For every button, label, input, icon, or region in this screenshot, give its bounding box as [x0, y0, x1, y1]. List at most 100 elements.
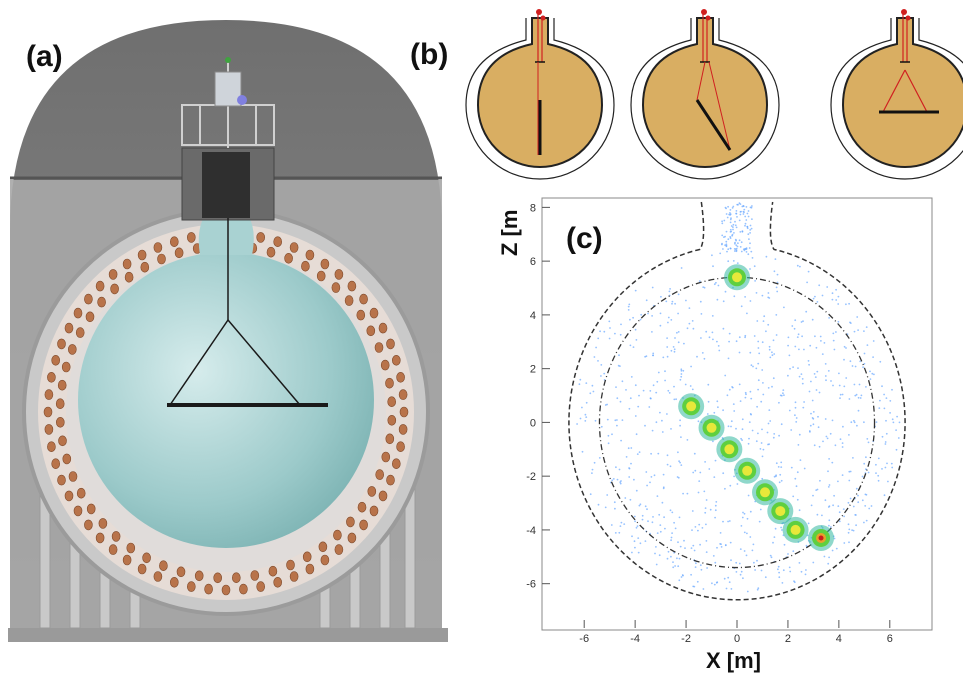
noise-point [620, 439, 622, 442]
noise-point [767, 443, 769, 446]
noise-point [684, 383, 687, 386]
noise-point [865, 519, 868, 522]
noise-point [735, 571, 738, 573]
flask-2 [630, 9, 780, 180]
noise-point [774, 258, 777, 260]
noise-point [729, 231, 732, 233]
noise-point [757, 347, 760, 349]
pmt [57, 379, 67, 391]
noise-point [630, 447, 633, 449]
pmt [366, 325, 376, 337]
noise-point [732, 205, 735, 208]
noise-point [884, 466, 887, 469]
source-point [734, 457, 761, 484]
noise-point [825, 435, 828, 438]
noise-point [735, 247, 738, 250]
noise-point [839, 397, 841, 399]
noise-point [839, 393, 842, 396]
noise-point [773, 270, 776, 273]
noise-point [834, 444, 837, 447]
noise-point [740, 437, 742, 440]
noise-point [877, 457, 880, 460]
noise-point [853, 421, 856, 424]
noise-point [746, 225, 749, 228]
noise-point [618, 354, 620, 357]
pmt [268, 565, 278, 577]
pmt [284, 252, 293, 264]
pmt [85, 311, 95, 323]
pmt [73, 307, 83, 319]
noise-point [861, 475, 864, 478]
noise-point [747, 215, 750, 218]
noise-point [751, 429, 754, 432]
noise-point [752, 543, 755, 546]
x-tick-label: -4 [630, 633, 640, 645]
y-tick-label: 0 [530, 417, 536, 429]
pmt [111, 531, 121, 542]
noise-point [713, 476, 716, 478]
noise-point [744, 222, 747, 225]
noise-point [869, 378, 872, 380]
noise-point [853, 330, 856, 333]
noise-point [782, 569, 785, 572]
noise-point [616, 397, 619, 400]
noise-point [677, 331, 680, 333]
noise-point [859, 360, 862, 363]
noise-point [680, 436, 682, 438]
noise-point [655, 563, 658, 566]
noise-point [735, 212, 738, 215]
noise-point [838, 511, 841, 514]
pmt [367, 486, 377, 497]
noise-point [620, 521, 623, 524]
noise-point [741, 516, 744, 519]
noise-point [616, 419, 618, 421]
noise-point [627, 305, 630, 308]
pmt [357, 501, 367, 513]
noise-point [697, 491, 700, 494]
noise-point [659, 530, 662, 533]
noise-point [621, 380, 624, 383]
noise-point [597, 360, 599, 362]
noise-point [832, 384, 834, 387]
noise-point [741, 230, 744, 233]
noise-point [665, 300, 668, 303]
noise-point [745, 247, 748, 250]
noise-point [584, 420, 587, 422]
noise-point [738, 239, 741, 242]
noise-point [639, 318, 642, 321]
noise-point [856, 424, 858, 427]
noise-point [852, 457, 854, 459]
noise-point [629, 397, 632, 400]
noise-point [747, 233, 750, 236]
noise-point [850, 421, 853, 424]
noise-point [753, 265, 756, 268]
noise-point [843, 542, 846, 544]
noise-point [848, 479, 851, 482]
noise-point [871, 372, 874, 375]
pmt [302, 551, 312, 563]
noise-point [678, 557, 681, 560]
noise-point [675, 398, 677, 401]
noise-point [881, 468, 883, 470]
noise-point [600, 364, 603, 366]
noise-point [671, 511, 674, 514]
noise-point [771, 354, 774, 357]
pmt [64, 322, 74, 334]
noise-point [805, 310, 808, 313]
noise-point [611, 479, 614, 482]
noise-point [693, 452, 696, 455]
noise-point [680, 368, 683, 371]
noise-point [815, 346, 818, 349]
noise-point [646, 484, 648, 487]
noise-point [628, 476, 631, 478]
noise-point [765, 255, 768, 258]
noise-point [891, 418, 894, 421]
noise-point [794, 345, 797, 348]
noise-point [788, 409, 791, 412]
noise-point [759, 448, 762, 450]
noise-point [629, 318, 631, 321]
noise-point [650, 452, 652, 455]
source-point [716, 436, 743, 463]
noise-point [733, 475, 735, 478]
noise-point [649, 397, 652, 400]
